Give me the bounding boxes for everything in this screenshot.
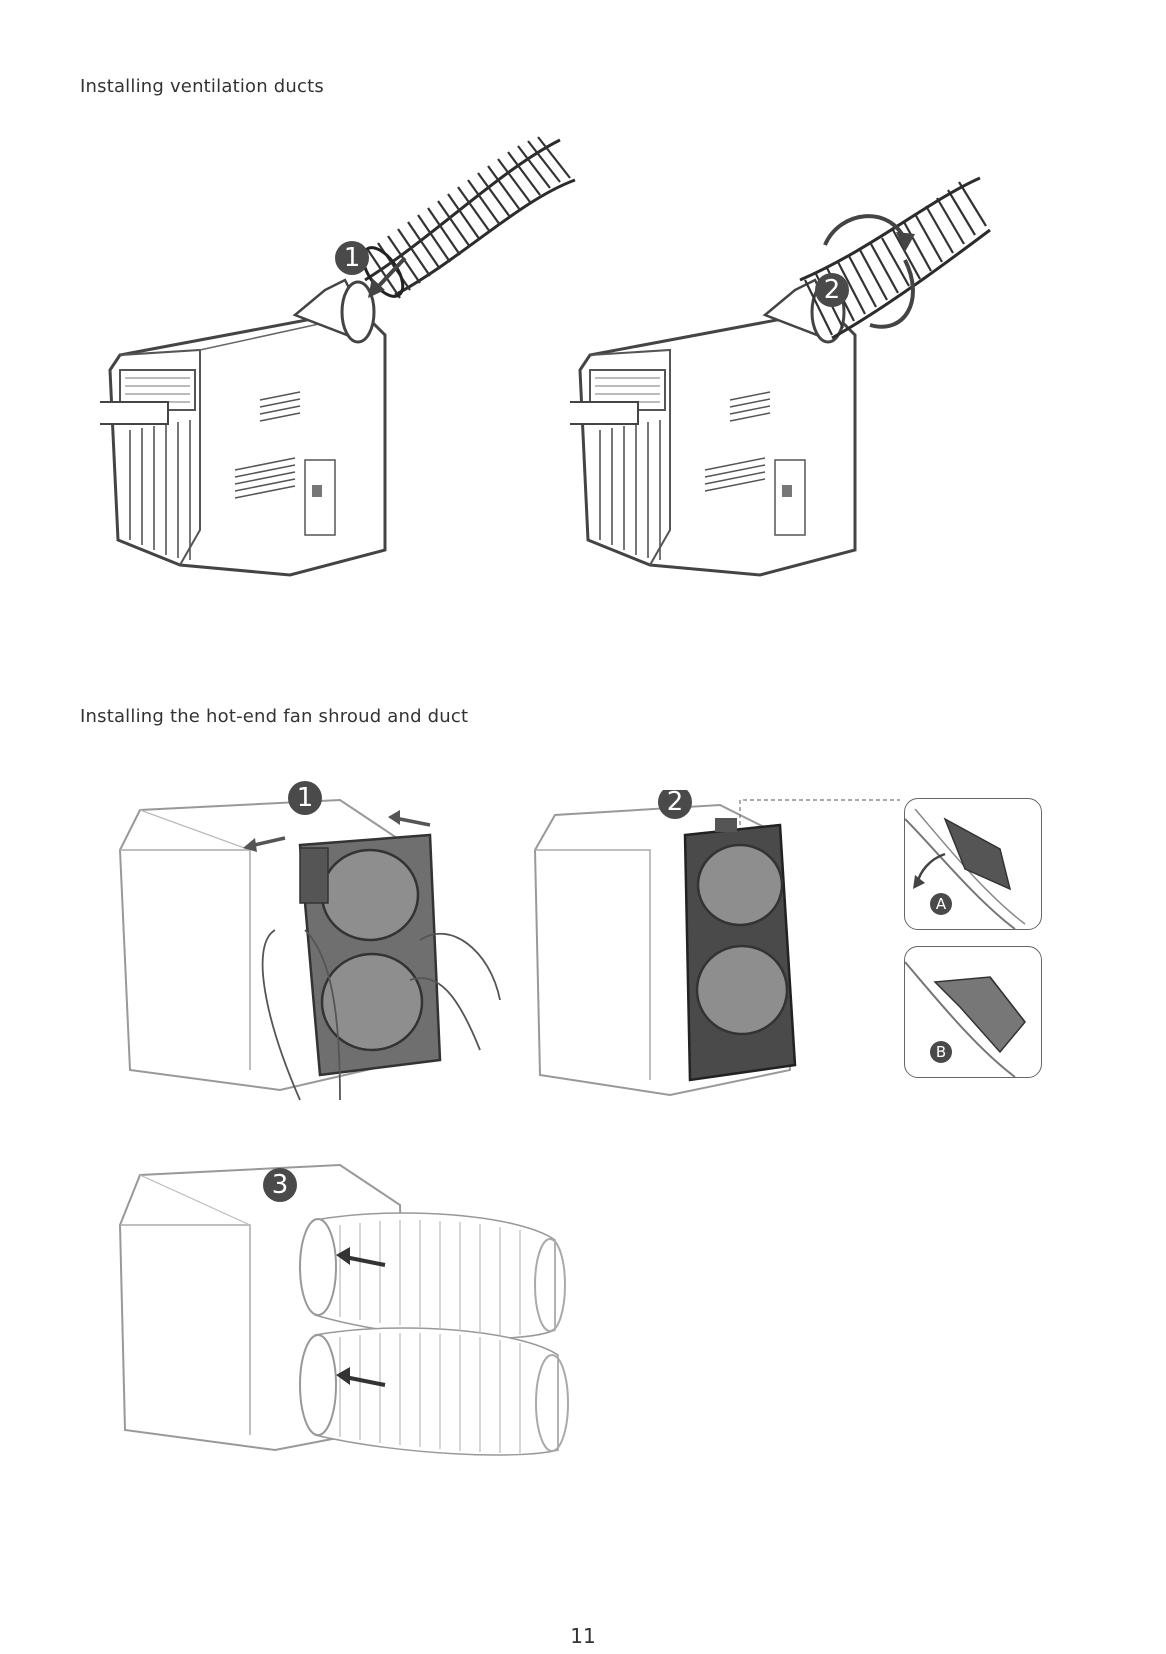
- figure-duct-step-2: 2: [570, 176, 991, 577]
- inset-badge-b: B: [936, 1043, 946, 1061]
- inset-leader-line: [739, 799, 900, 825]
- step-badge-2: 2: [824, 275, 841, 305]
- section-heading-ventilation-ducts: Installing ventilation ducts: [80, 76, 324, 97]
- shroud-step-badge-3: 3: [272, 1170, 289, 1200]
- inset-detail-a: A: [904, 798, 1042, 930]
- figure-shroud-step-2: 2: [533, 790, 797, 1097]
- shroud-step-badge-2: 2: [667, 790, 684, 817]
- shroud-step-badge-1: 1: [297, 783, 314, 813]
- inset-detail-b: B: [904, 946, 1042, 1078]
- step-badge-1: 1: [344, 243, 361, 273]
- section-heading-fan-shroud: Installing the hot-end fan shroud and du…: [80, 706, 469, 727]
- figure-shroud-step-3: 3: [118, 1163, 569, 1456]
- figure-shroud-step-1: 1: [118, 781, 501, 1101]
- page-number: 11: [570, 1624, 596, 1648]
- figure-duct-step-1: 1: [100, 136, 576, 577]
- inset-badge-a: A: [936, 895, 947, 913]
